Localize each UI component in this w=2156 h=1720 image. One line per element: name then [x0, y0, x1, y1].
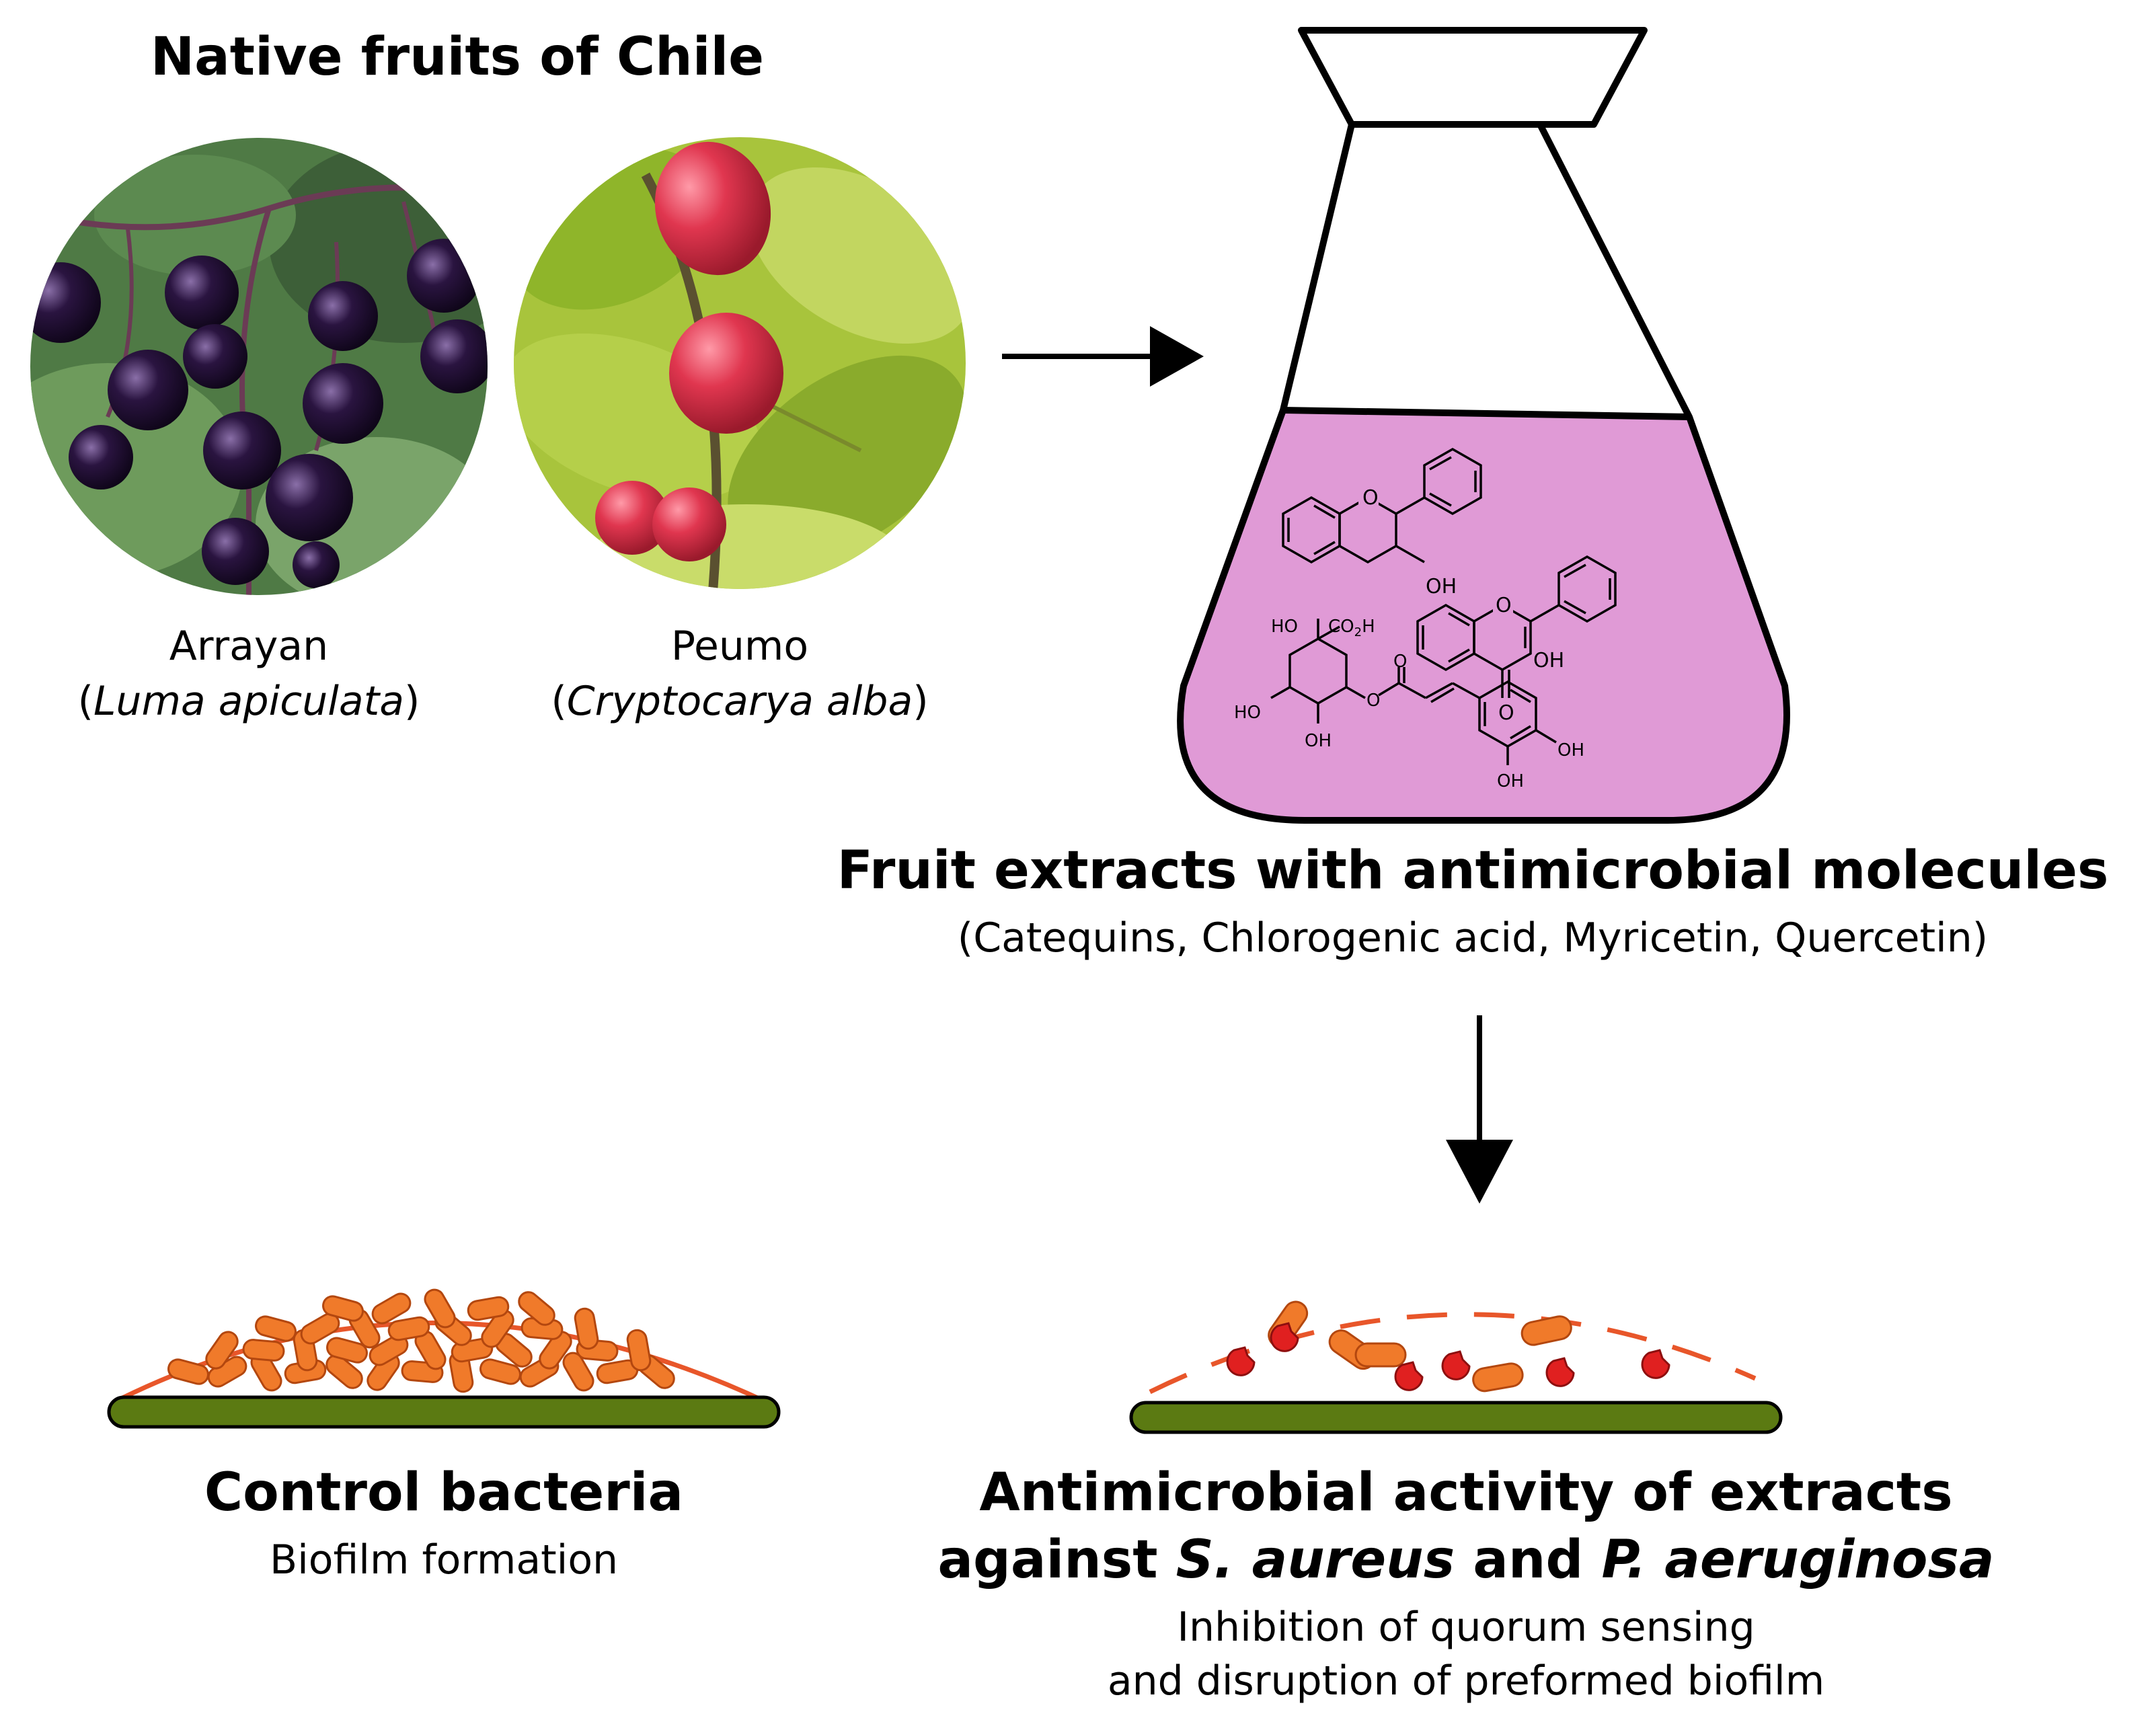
fruit-common-name: Arrayan [169, 623, 329, 670]
extract-title: Fruit extracts with antimicrobial molecu… [837, 841, 2109, 901]
control-subtitle: Biofilm formation [269, 1536, 619, 1584]
atom-label: OH [1305, 731, 1332, 751]
bacterium [539, 1331, 572, 1370]
bacterium [467, 1296, 510, 1321]
atom-label: O [1496, 594, 1512, 617]
control-biofilm [107, 1288, 781, 1429]
extract-molecules: (Catequins, Chlorogenic acid, Myricetin,… [957, 914, 1989, 962]
arrow-down [1446, 1015, 1513, 1204]
fruit-scientific-name: (Cryptocarya alba) [551, 678, 929, 725]
activity-subtitle-line1: Inhibition of quorum sensing [1177, 1604, 1755, 1651]
atom-label: OH [1533, 649, 1564, 672]
bacterium [518, 1291, 555, 1326]
bacterium [481, 1309, 514, 1348]
peumo-photo [514, 137, 966, 589]
bacterium [322, 1295, 364, 1322]
fruit-scientific-name: (Luma apiculata) [77, 678, 420, 725]
control-title: Control bacteria [204, 1462, 684, 1523]
bacterium [255, 1315, 297, 1342]
title: Native fruits of Chile [150, 27, 765, 87]
fruit-label-peumo: Peumo (Cryptocarya alba) [511, 619, 968, 729]
bacterium [300, 1313, 340, 1345]
bacterium [424, 1288, 456, 1329]
atom-label: HO [1234, 703, 1261, 723]
molecule-flavonol [1416, 555, 1617, 698]
atom-label: OH [1497, 771, 1524, 791]
arrayan-photo [30, 138, 488, 595]
bacterium [626, 1329, 652, 1372]
bacterium [574, 1307, 599, 1350]
species-s-aureus: S. aureus [1176, 1530, 1455, 1590]
fruit-label-arrayan: Arrayan (Luma apiculata) [27, 619, 471, 729]
molecule-chlorogenic-acid [1270, 619, 1557, 765]
bacterium [325, 1354, 363, 1389]
bacterium [326, 1337, 368, 1364]
bacterium [387, 1316, 430, 1341]
activity-title-line1: Antimicrobial activity of extracts [979, 1462, 1953, 1523]
atom-label: HO [1271, 617, 1298, 637]
activity-title-prefix: against [937, 1530, 1176, 1590]
liquid-surface [1282, 407, 1690, 420]
atom-label: CO2H [1328, 617, 1375, 639]
atom-label: O [1393, 652, 1407, 672]
bacterium [369, 1334, 409, 1366]
fruit-common-name: Peumo [670, 623, 809, 670]
atom-label: OH [1426, 575, 1457, 598]
species-p-aeruginosa: P. aeruginosa [1601, 1530, 1995, 1590]
bacterium [242, 1339, 285, 1362]
atom-label: OH [1557, 740, 1584, 760]
bacterium [205, 1331, 239, 1370]
atom-label: O [1366, 691, 1380, 711]
activity-subtitle-line2: and disruption of preformed biofilm [1107, 1657, 1825, 1705]
flask-outline [1177, 121, 1790, 824]
atom-label: O [1362, 486, 1379, 510]
bacterium [562, 1352, 594, 1392]
flask: O OH O O OH [1177, 27, 1790, 824]
activity-title-line2: against S. aureus and P. aeruginosa [807, 1530, 2125, 1590]
atom-label: O [1498, 701, 1514, 725]
activity-title-conj: and [1455, 1530, 1602, 1590]
bacterium [371, 1292, 412, 1325]
treated-biofilm [1129, 1300, 1783, 1434]
arrow-right [1002, 326, 1204, 387]
flask-neck [1298, 27, 1648, 128]
